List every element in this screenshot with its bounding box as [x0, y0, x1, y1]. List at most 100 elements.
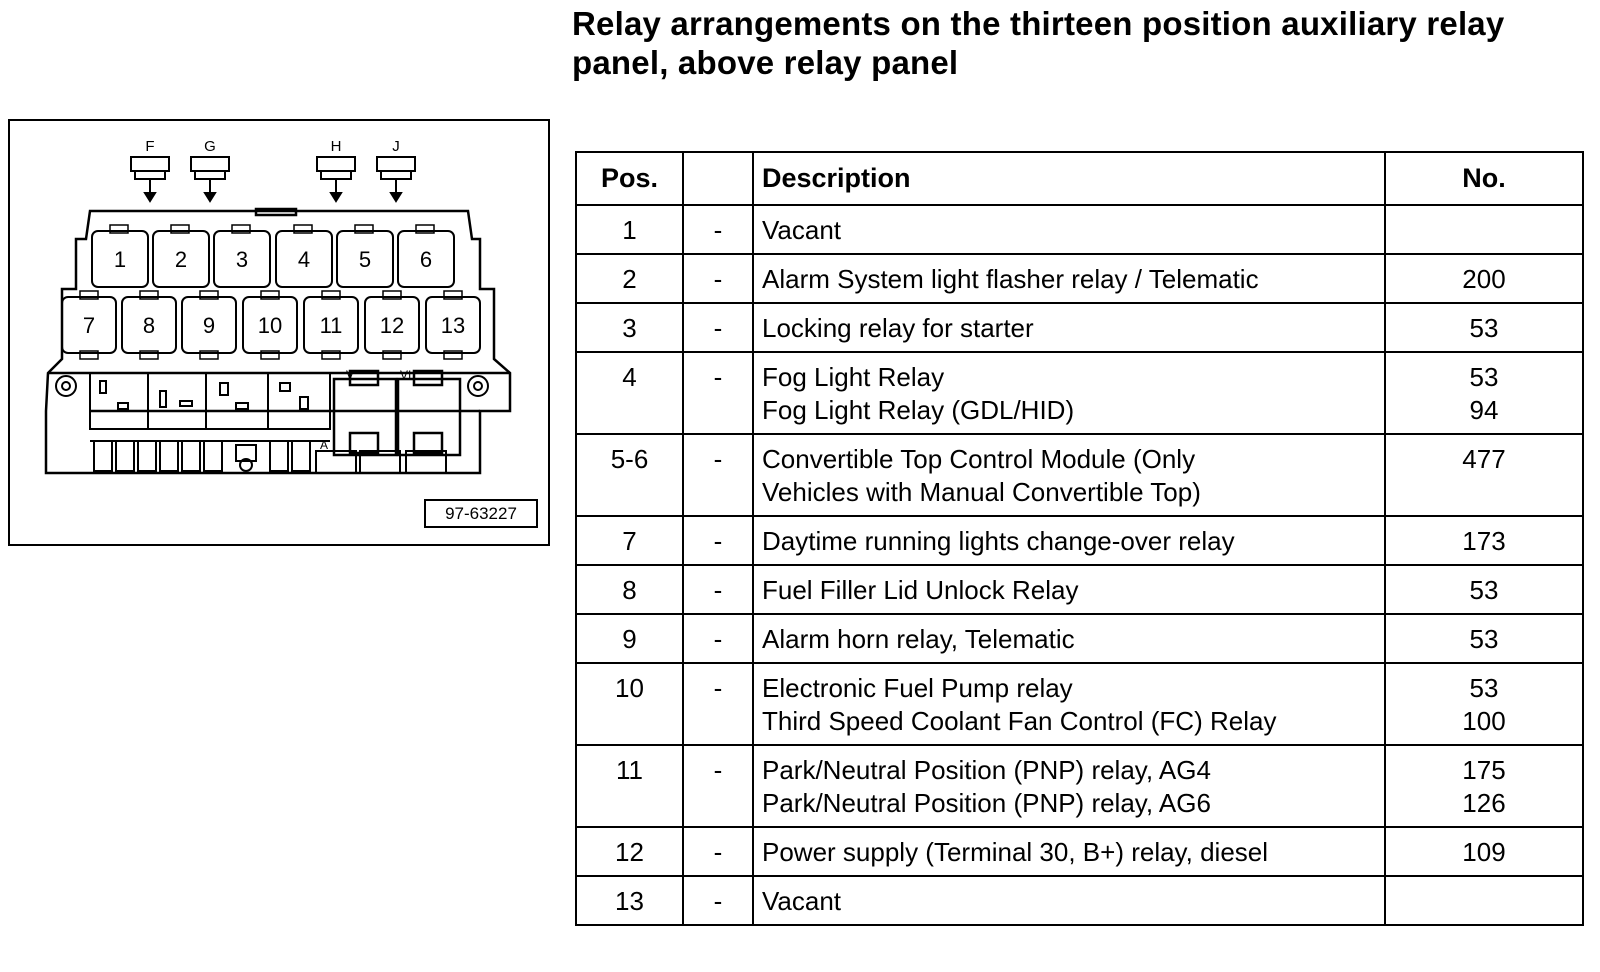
cell-number: 53 [1384, 613, 1584, 664]
relay-number-8: 8 [143, 313, 155, 338]
header-no: No. [1384, 151, 1584, 206]
cell-dash: - [682, 613, 754, 664]
relay-socket-13 [425, 296, 481, 354]
cell-dash: - [682, 515, 754, 566]
relay-number-1: 1 [114, 247, 126, 272]
table-row: 2-Alarm System light flasher relay / Tel… [575, 253, 1584, 304]
cell-pos: 12 [575, 826, 684, 877]
title-line-2: panel, above relay panel [572, 44, 959, 81]
description-line: Electronic Fuel Pump relay [762, 673, 1073, 703]
cell-description: Alarm System light flasher relay / Telem… [752, 253, 1386, 304]
relay-socket-10 [242, 296, 298, 354]
cell-pos: 10 [575, 662, 684, 746]
table-row: 13-Vacant [575, 875, 1584, 926]
relay-number-10: 10 [258, 313, 282, 338]
relay-socket-4 [275, 230, 333, 288]
table-row: 5-6-Convertible Top Control Module (Only… [575, 433, 1584, 517]
relay-number-5: 5 [359, 247, 371, 272]
cell-pos: 9 [575, 613, 684, 664]
table-row: 12-Power supply (Terminal 30, B+) relay,… [575, 826, 1584, 877]
cell-pos: 4 [575, 351, 684, 435]
page-title: Relay arrangements on the thirteen posit… [572, 4, 1582, 82]
header-pos: Pos. [575, 151, 684, 206]
description-line: Alarm System light flasher relay / Telem… [762, 264, 1259, 294]
connector-h [316, 156, 356, 203]
cell-pos: 5-6 [575, 433, 684, 517]
connector-label-h: H [331, 138, 342, 155]
cell-description: Fuel Filler Lid Unlock Relay [752, 564, 1386, 615]
cell-pos: 2 [575, 253, 684, 304]
connector-label-vi: VI [400, 368, 411, 382]
cell-number [1384, 875, 1584, 926]
cell-description: Daytime running lights change-over relay [752, 515, 1386, 566]
relay-socket-2 [152, 230, 210, 288]
number-line: 109 [1462, 837, 1506, 867]
cell-dash: - [682, 204, 754, 255]
mounting-bolt-right [467, 375, 489, 397]
number-line: 53 [1469, 673, 1499, 703]
connector-label-j: J [392, 138, 400, 155]
cell-pos: 7 [575, 515, 684, 566]
description-line: Park/Neutral Position (PNP) relay, AG4 [762, 755, 1211, 785]
relay-socket-12 [364, 296, 420, 354]
number-line: 100 [1462, 706, 1506, 736]
cell-pos: 1 [575, 204, 684, 255]
number-line: 126 [1462, 788, 1506, 818]
relay-number-9: 9 [203, 313, 215, 338]
cell-pos: 11 [575, 744, 684, 828]
cell-dash: - [682, 662, 754, 746]
relay-number-2: 2 [175, 247, 187, 272]
table-header-row: Pos. Description No. [575, 151, 1584, 206]
cell-number: 53 [1384, 302, 1584, 353]
number-line: 94 [1469, 395, 1499, 425]
connector-label-v: V [346, 368, 354, 382]
cell-pos: 8 [575, 564, 684, 615]
description-line: Power supply (Terminal 30, B+) relay, di… [762, 837, 1269, 867]
relay-panel-drawing: F G H J [44, 138, 512, 475]
relay-socket-6 [397, 230, 455, 288]
relay-socket-11 [303, 296, 359, 354]
cell-number: 53 [1384, 564, 1584, 615]
number-line: 173 [1462, 526, 1506, 556]
relay-panel-diagram: F G H J [8, 119, 550, 546]
cell-dash: - [682, 253, 754, 304]
socket-tabs [79, 224, 463, 360]
connector-f [130, 156, 170, 203]
number-line: 53 [1469, 362, 1499, 392]
connector-v [332, 369, 398, 457]
description-line: Third Speed Coolant Fan Control (FC) Rel… [762, 706, 1277, 736]
cell-number: 200 [1384, 253, 1584, 304]
number-line: 200 [1462, 264, 1506, 294]
cell-number [1384, 204, 1584, 255]
number-line: 175 [1462, 755, 1506, 785]
header-dash [682, 151, 754, 206]
description-line: Alarm horn relay, Telematic [762, 624, 1075, 654]
cell-dash: - [682, 351, 754, 435]
relay-number-6: 6 [420, 247, 432, 272]
relay-socket-9 [181, 296, 237, 354]
relay-socket-3 [213, 230, 271, 288]
relay-number-3: 3 [236, 247, 248, 272]
relay-number-7: 7 [83, 313, 95, 338]
number-line: 53 [1469, 313, 1499, 343]
connector-label-g: G [204, 138, 216, 155]
mounting-bolt-left [55, 375, 77, 397]
relay-number-11: 11 [320, 313, 343, 338]
relay-number-12: 12 [380, 313, 404, 338]
cell-dash: - [682, 564, 754, 615]
description-line: Daytime running lights change-over relay [762, 526, 1235, 556]
figure-code: 97-63227 [424, 499, 538, 528]
cell-dash: - [682, 302, 754, 353]
cell-description: Vacant [752, 204, 1386, 255]
connector-j [376, 156, 416, 203]
terminal-label-a: A [320, 438, 328, 452]
cell-dash: - [682, 433, 754, 517]
connector-g [190, 156, 230, 203]
connector-vi [396, 369, 462, 457]
